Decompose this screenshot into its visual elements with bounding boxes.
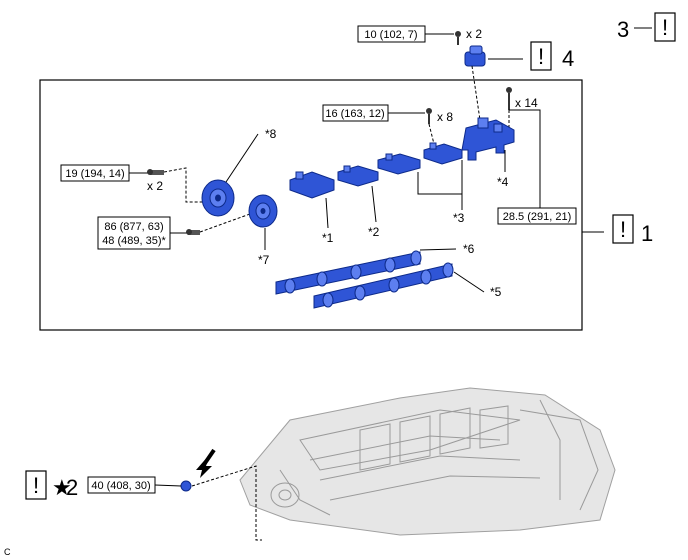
quantity-label-1: x 2 [466,27,482,41]
part-label-3: *3 [453,211,465,225]
camshaft-timing-gear-8 [201,179,235,217]
caution-box-1 [612,214,634,244]
caution-icon: ! [33,473,39,498]
camshaft-5 [313,262,454,309]
camshaft-housing [461,117,515,161]
torque-value-6: 40 (408, 30) [91,480,150,492]
camshaft-6 [275,250,422,295]
bearing-cap-3b [377,153,421,175]
plug-part [180,480,192,492]
bearing-cap-1 [289,171,335,199]
torque-value-4b: 48 (489, 35)* [102,235,166,247]
engine-illustration [239,387,616,536]
torque-value-5: 28.5 (291, 21) [503,211,572,223]
quantity-label-4: x 14 [515,96,538,110]
part-label-4: *4 [497,175,509,189]
caution-box-2 [25,470,47,500]
caution-icon: ! [620,217,626,242]
corner-code: C [4,547,11,557]
torque-value-1: 10 (102, 7) [364,29,417,41]
quantity-label-3: x 2 [147,179,163,193]
step-number-4: 4 [562,46,574,71]
quantity-label-2: x 8 [437,110,453,124]
bearing-cap-2 [337,165,379,187]
torque-box-5 [497,207,577,225]
bolt-icon [147,169,164,175]
torque-value-3: 19 (194, 14) [65,168,124,180]
arrow-pointer-icon [196,448,216,478]
part-label-7: *7 [258,253,270,267]
bearing-cap-3a [423,142,463,165]
torque-value-4a: 86 (877, 63) [104,221,163,233]
part-label-6: *6 [463,242,475,256]
camshaft-oil-control-valve [464,45,486,67]
caution-box-4 [530,41,552,71]
part-label-8: *8 [265,127,277,141]
parts-panel [39,79,583,331]
step-number-2: 2 [66,475,78,500]
torque-value-2: 16 (163, 12) [325,108,384,120]
torque-box-4 [97,216,171,250]
bolt-icon [455,31,461,45]
caution-box-3 [654,12,676,42]
caution-icon: ! [662,15,668,40]
part-label-2: *2 [368,225,380,239]
bolt-icon [426,108,432,124]
star-icon: ★ [52,475,72,500]
bolt-icon [186,229,200,235]
long-bolt-icon [506,87,512,110]
part-label-5: *5 [490,285,502,299]
step-number-3: 3 [617,17,629,42]
part-label-1: *1 [322,231,334,245]
caution-icon: ! [538,44,544,69]
camshaft-timing-gear-7 [248,194,278,228]
step-number-1: 1 [641,221,653,246]
